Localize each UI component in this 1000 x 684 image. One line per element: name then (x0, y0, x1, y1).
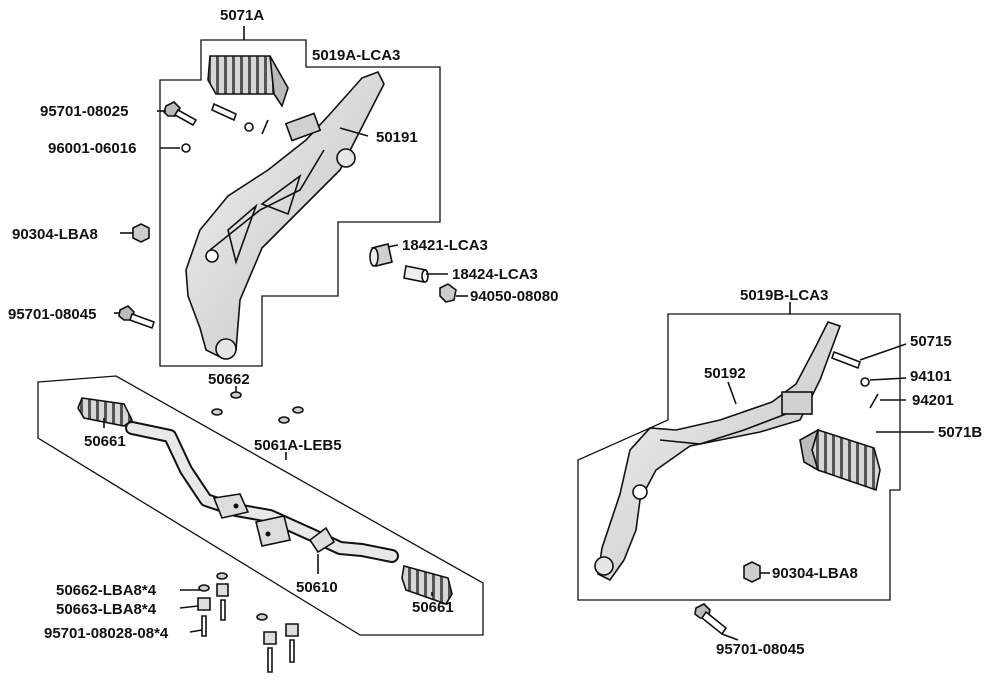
label-18421-LCA3: 18421-LCA3 (402, 237, 488, 254)
right-footrest-group-outline (577, 313, 901, 601)
collar-18424 (403, 265, 429, 283)
center-right-footpeg-rubber (401, 564, 453, 605)
label-5071A: 5071A (220, 7, 264, 24)
left-footrest-pad (207, 55, 289, 108)
left-footrest-group-outline (159, 39, 441, 367)
leader-18421 (387, 244, 399, 248)
label-5019A-LCA3: 5019A-LCA3 (312, 47, 400, 64)
right-pin-parts (830, 350, 879, 409)
label-90304-LBA8-top: 90304-LBA8 (12, 226, 98, 243)
grommets-50662 (211, 391, 304, 424)
leader-50663-lba8 (179, 605, 199, 609)
label-5061A-LEB5: 5061A-LEB5 (254, 437, 342, 454)
leader-50715 (859, 343, 907, 361)
label-94050-08080: 94050-08080 (470, 288, 558, 305)
left-footrest-bracket (185, 70, 385, 360)
label-95701-08025: 95701-08025 (40, 103, 128, 120)
right-footrest-bracket (594, 321, 842, 582)
label-18424-LCA3: 18424-LCA3 (452, 266, 538, 283)
nut-94050-08080 (439, 283, 457, 303)
leader-50192 (727, 381, 737, 405)
washer-96001-06016 (181, 143, 191, 153)
label-50715: 50715 (910, 333, 952, 350)
label-96001-06016: 96001-06016 (48, 140, 136, 157)
label-95701-08045-left: 95701-08045 (8, 306, 96, 323)
label-95701-08028-08x4: 95701-08028-08*4 (44, 625, 169, 642)
label-50662: 50662 (208, 371, 250, 388)
leader-95701-08028 (189, 629, 203, 633)
bushing-18421 (369, 243, 393, 267)
label-50662-LBA8x4: 50662-LBA8*4 (56, 582, 157, 599)
label-50663-LBA8x4: 50663-LBA8*4 (56, 601, 157, 618)
nut-90304-top (132, 223, 150, 243)
leader-94101 (869, 377, 907, 381)
bolt-95701-08025 (163, 101, 198, 127)
label-5071B: 5071B (938, 424, 982, 441)
center-bar-group-outline (37, 375, 484, 636)
grommet-stack-bottom (256, 613, 299, 673)
leader-95701-08045-right (721, 633, 739, 641)
label-50610: 50610 (296, 579, 338, 596)
bolt-95701-08045-right (694, 603, 728, 636)
left-pin-parts (211, 102, 269, 135)
grommet-stack-left (197, 572, 229, 637)
leader-50191 (339, 127, 369, 137)
nut-90304-right (743, 561, 761, 583)
right-footrest-pad (799, 428, 881, 492)
label-50192: 50192 (704, 365, 746, 382)
bolt-95701-08045-left (118, 305, 156, 330)
label-50661-right: 50661 (412, 599, 454, 616)
label-50661-left: 50661 (84, 433, 126, 450)
label-95701-08045-right: 95701-08045 (716, 641, 804, 658)
center-footrest-bar (125, 421, 399, 563)
label-94101: 94101 (910, 368, 952, 385)
label-5019B-LCA3: 5019B-LCA3 (740, 287, 828, 304)
center-left-footpeg-rubber (77, 397, 134, 427)
label-90304-LBA8-right: 90304-LBA8 (772, 565, 858, 582)
label-94201: 94201 (912, 392, 954, 409)
label-50191: 50191 (376, 129, 418, 146)
